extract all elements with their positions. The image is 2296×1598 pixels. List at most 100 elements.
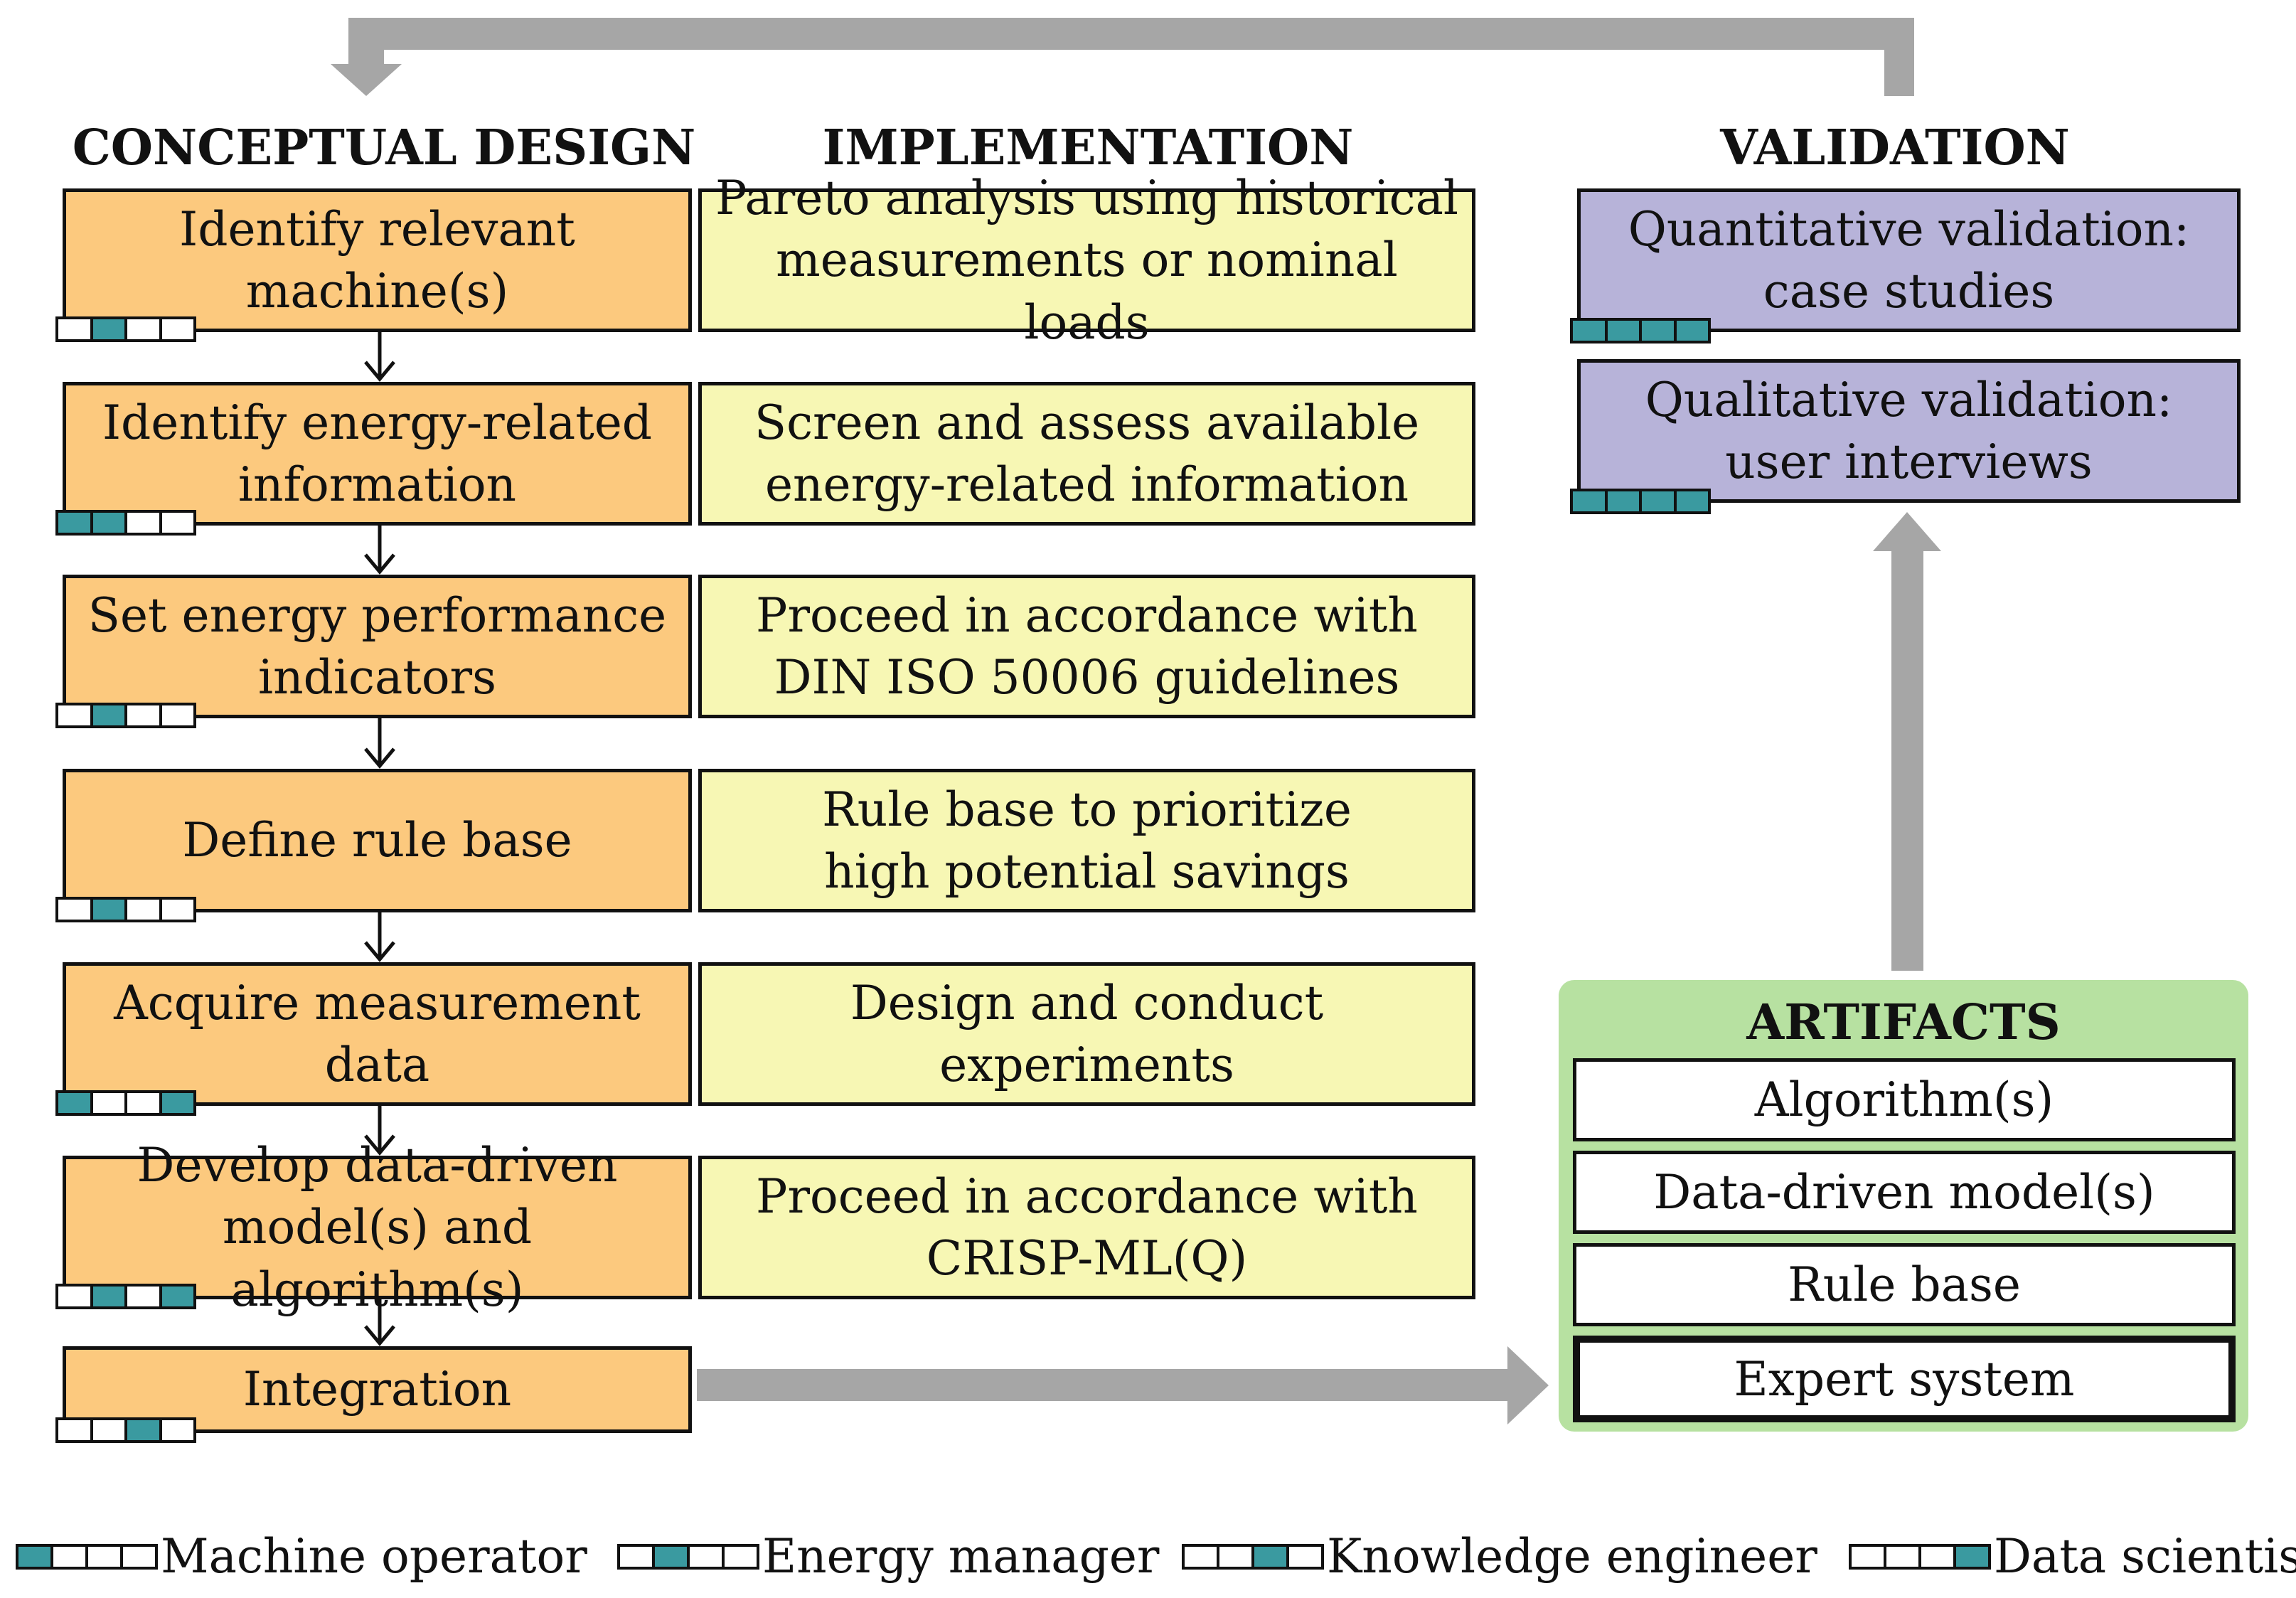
legend-label: Energy manager <box>762 1529 1160 1584</box>
role-cell <box>1573 491 1608 511</box>
legend-role-swatch <box>16 1543 158 1570</box>
role-cell <box>92 705 127 725</box>
step-label: Define rule base <box>182 813 572 868</box>
implementation-label: Screen and assess available energy-relat… <box>754 395 1420 512</box>
legend-label: Data scientist <box>1994 1529 2296 1584</box>
step-role-indicator <box>55 316 196 342</box>
conceptual-step: Integration <box>63 1346 692 1433</box>
validation-label: Qualitative validation: user interviews <box>1645 372 2173 489</box>
role-cell <box>1607 491 1642 511</box>
implementation-label: Design and conduct experiments <box>850 975 1324 1092</box>
legend-item: Energy manager <box>617 1529 1159 1584</box>
role-cell <box>161 1287 193 1306</box>
role-cell <box>88 1546 123 1567</box>
role-cell <box>161 513 193 533</box>
legend-role-swatch <box>617 1543 759 1570</box>
step-arrow-head <box>364 553 395 575</box>
role-cell <box>1676 491 1708 511</box>
role-cell <box>620 1546 655 1567</box>
role-cell <box>1185 1546 1219 1567</box>
conceptual-step: Identify relevant machine(s) <box>63 188 692 332</box>
role-cell <box>127 705 162 725</box>
step-label: Develop data-driven model(s) and algorit… <box>137 1138 618 1317</box>
artifacts-to-validation-arrow <box>1873 512 1941 971</box>
role-cell <box>161 900 193 920</box>
role-cell <box>92 1287 127 1306</box>
conceptual-step: Define rule base <box>63 769 692 912</box>
role-cell <box>18 1546 53 1567</box>
step-arrow-head <box>364 747 395 769</box>
role-cell <box>92 900 127 920</box>
artifact-algorithms: Algorithm(s) <box>1573 1058 2236 1141</box>
role-cell <box>127 319 162 339</box>
implementation-box: Rule base to prioritize high potential s… <box>698 769 1475 912</box>
role-cell <box>127 513 162 533</box>
role-cell <box>92 513 127 533</box>
role-cell <box>92 319 127 339</box>
role-cell <box>58 1420 93 1440</box>
role-cell <box>123 1546 155 1567</box>
role-cell <box>690 1546 725 1567</box>
legend-item: Machine operator <box>16 1529 587 1584</box>
role-cell <box>1676 321 1708 341</box>
role-cell <box>1642 491 1677 511</box>
role-cell <box>1254 1546 1289 1567</box>
integration-to-artifacts-arrow <box>697 1346 1549 1424</box>
role-cell <box>127 1093 162 1113</box>
conceptual-step: Acquire measurement data <box>63 962 692 1106</box>
artifact-rule-base: Rule base <box>1573 1243 2236 1326</box>
artifact-data-driven-models: Data-driven model(s) <box>1573 1151 2236 1234</box>
feedback-arrow <box>331 18 1914 96</box>
validation-role-indicator <box>1570 489 1711 514</box>
role-cell <box>58 319 93 339</box>
legend-item: Knowledge engineer <box>1182 1529 1817 1584</box>
role-cell <box>161 319 193 339</box>
implementation-label: Rule base to prioritize high potential s… <box>822 782 1352 899</box>
step-label: Acquire measurement data <box>114 975 641 1092</box>
step-role-indicator <box>55 1284 196 1309</box>
implementation-box: Proceed in accordance with DIN ISO 50006… <box>698 575 1475 718</box>
step-role-indicator <box>55 1417 196 1443</box>
implementation-label: Proceed in accordance with CRISP-ML(Q) <box>756 1168 1418 1286</box>
role-cell <box>53 1546 88 1567</box>
role-cell <box>1607 321 1642 341</box>
legend-role-swatch <box>1849 1543 1991 1570</box>
role-cell <box>58 900 93 920</box>
step-arrow-head <box>364 1325 395 1346</box>
artifact-expert-system: Expert system <box>1573 1336 2236 1422</box>
heading-implementation: IMPLEMENTATION <box>822 119 1354 176</box>
role-cell <box>58 1093 93 1113</box>
implementation-label: Pareto analysis using historical measure… <box>715 171 1459 350</box>
step-role-indicator <box>55 510 196 536</box>
role-cell <box>725 1546 757 1567</box>
role-cell <box>161 1093 193 1113</box>
step-role-indicator <box>55 1090 196 1116</box>
conceptual-step: Set energy performance indicators <box>63 575 692 718</box>
step-label: Set energy performance indicators <box>87 587 667 705</box>
heading-conceptual-design: CONCEPTUAL DESIGN <box>72 119 696 176</box>
step-role-indicator <box>55 897 196 922</box>
step-arrow-head <box>364 941 395 962</box>
role-cell <box>1573 321 1608 341</box>
validation-label: Quantitative validation: case studies <box>1628 201 2190 319</box>
role-cell <box>92 1420 127 1440</box>
role-cell <box>655 1546 690 1567</box>
validation-role-indicator <box>1570 318 1711 343</box>
role-cell <box>127 900 162 920</box>
role-cell <box>58 705 93 725</box>
step-arrow-head <box>364 1134 395 1156</box>
step-role-indicator <box>55 703 196 728</box>
step-label: Identify energy-related information <box>102 395 653 512</box>
role-cell <box>127 1287 162 1306</box>
role-cell <box>58 1287 93 1306</box>
implementation-label: Proceed in accordance with DIN ISO 50006… <box>756 587 1418 705</box>
role-cell <box>161 705 193 725</box>
step-label: Identify relevant machine(s) <box>179 201 575 319</box>
artifacts-title: ARTIFACTS <box>1746 994 2061 1051</box>
role-cell <box>161 1420 193 1440</box>
artifacts-panel: ARTIFACTS Algorithm(s) Data-driven model… <box>1559 980 2248 1432</box>
step-label: Integration <box>242 1362 512 1417</box>
validation-box: Quantitative validation: case studies <box>1577 188 2241 332</box>
heading-validation: VALIDATION <box>1720 119 2070 176</box>
